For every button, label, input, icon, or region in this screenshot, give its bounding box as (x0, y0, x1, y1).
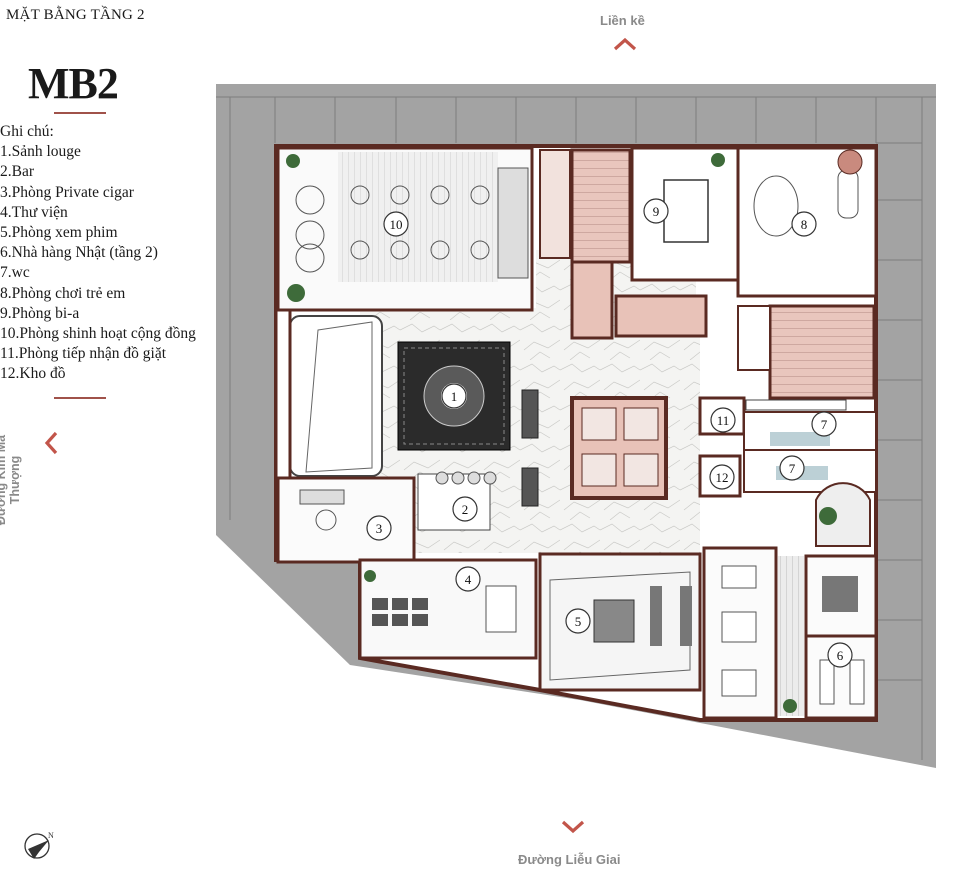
legend-item: 11.Phòng tiếp nhận đồ giặt (0, 345, 167, 363)
room-label: 7 (821, 417, 828, 432)
site-segments (216, 96, 936, 760)
legend-item: 8.Phòng chơi trẻ em (0, 284, 126, 302)
svg-text:N: N (48, 831, 54, 840)
legend-item: 2.Bar (0, 163, 35, 181)
room-label: 11 (717, 413, 730, 428)
north-compass-icon: N (24, 831, 54, 859)
room-2 (417, 473, 491, 531)
chevron-down-icon (561, 820, 585, 834)
chevron-left-icon (44, 431, 58, 455)
chevron-up-icon (613, 37, 637, 51)
plan-code: MB2 (28, 59, 119, 108)
void (289, 315, 383, 477)
legend-divider (54, 397, 106, 399)
room-label: 5 (575, 614, 582, 629)
room-number-badges (366, 198, 853, 668)
legend-item: 1.Sảnh louge (0, 143, 81, 161)
stair-2 (768, 304, 876, 400)
room-label: 3 (376, 521, 383, 536)
room-label: 10 (390, 217, 403, 232)
legend-item: 3.Phòng Private cigar (0, 183, 134, 201)
legend-item: 12.Kho đồ (0, 365, 66, 383)
legend-item: 6.Nhà hàng Nhật (tầng 2) (0, 244, 158, 262)
legend-item: 7.wc (0, 264, 30, 282)
legend: Ghi chú: 1.Sảnh louge 2.Bar 3.Phòng Priv… (0, 122, 196, 385)
direction-bottom-label: Đường Liễu Giai (518, 852, 621, 867)
legend-heading: Ghi chú: (0, 123, 54, 140)
room-label: 12 (716, 470, 729, 485)
room-label: 6 (837, 648, 844, 663)
room-label: 4 (465, 572, 472, 587)
legend-item: 5.Phòng xem phim (0, 224, 118, 242)
floor-title: MẶT BẰNG TẦNG 2 (6, 7, 145, 23)
legend-item: 10.Phòng shinh hoạt cộng đồng (0, 325, 196, 343)
room-label: 8 (801, 217, 808, 232)
room-label: 9 (653, 204, 660, 219)
legend-item: 4.Thư viện (0, 203, 68, 221)
room-3 (276, 476, 416, 564)
room-label: 2 (462, 502, 469, 517)
stair-1 (570, 148, 632, 264)
title-divider (54, 112, 106, 114)
room-label: 7 (789, 461, 796, 476)
room-label: 1 (451, 389, 458, 404)
legend-item: 9.Phòng bi-a (0, 304, 80, 322)
direction-top-label: Liền kề (600, 13, 645, 28)
